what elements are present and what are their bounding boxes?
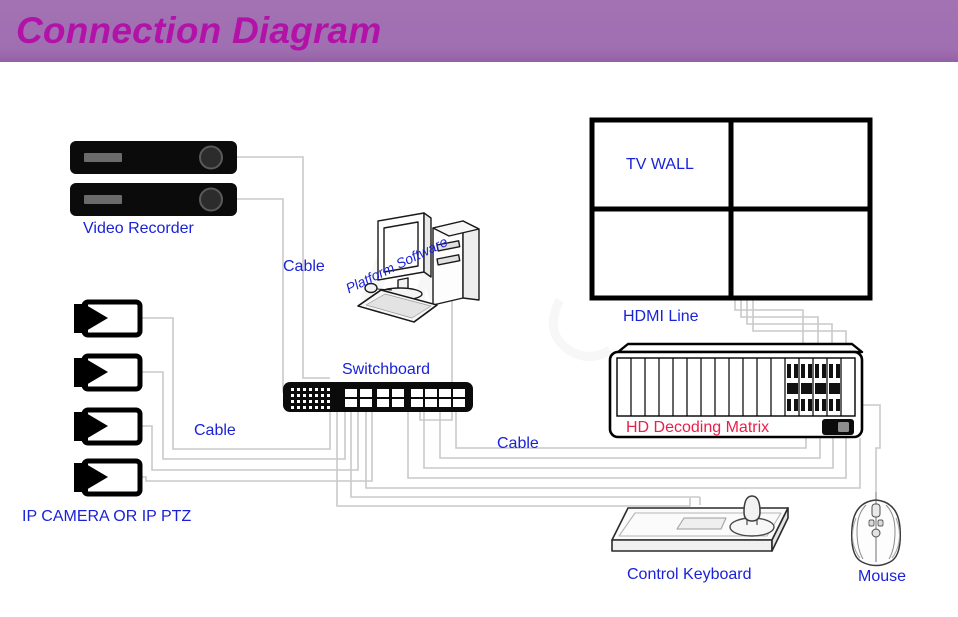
label-cable-left: Cable	[194, 422, 236, 439]
label-control-keyboard: Control Keyboard	[627, 566, 752, 583]
control-keyboard-device[interactable]	[611, 495, 789, 552]
ip-camera-4[interactable]	[74, 461, 140, 494]
video-recorder-1[interactable]	[69, 140, 238, 175]
ip-camera-2[interactable]	[74, 356, 140, 389]
label-ip-camera: IP CAMERA OR IP PTZ	[22, 508, 192, 525]
matrix-power-switch[interactable]	[822, 419, 854, 435]
video-recorder-2[interactable]	[69, 182, 238, 217]
cable-bundle	[140, 156, 881, 507]
label-hd-decoding-matrix: HD Decoding Matrix	[626, 419, 770, 436]
label-video-recorder: Video Recorder	[83, 220, 194, 237]
label-hdmi-line: HDMI Line	[623, 308, 699, 325]
header-banner: Connection Diagram	[0, 0, 958, 62]
page-title: Connection Diagram	[16, 10, 382, 51]
label-cable-top: Cable	[283, 258, 325, 275]
ip-camera-3[interactable]	[74, 410, 140, 443]
computer-workstation[interactable]	[357, 212, 480, 323]
decoder-card-group	[787, 364, 840, 411]
switchboard-device[interactable]	[283, 382, 473, 412]
label-cable-bottom: Cable	[497, 435, 539, 452]
label-tv-wall: TV WALL	[626, 156, 694, 173]
tv-wall-display[interactable]	[589, 117, 873, 301]
mouse-device[interactable]	[850, 492, 902, 567]
label-switchboard: Switchboard	[342, 361, 431, 378]
ip-camera-1[interactable]	[74, 302, 140, 335]
label-mouse: Mouse	[858, 568, 907, 585]
hd-decoding-matrix-device[interactable]	[608, 342, 864, 439]
hdmi-cable-bundle	[734, 300, 847, 352]
